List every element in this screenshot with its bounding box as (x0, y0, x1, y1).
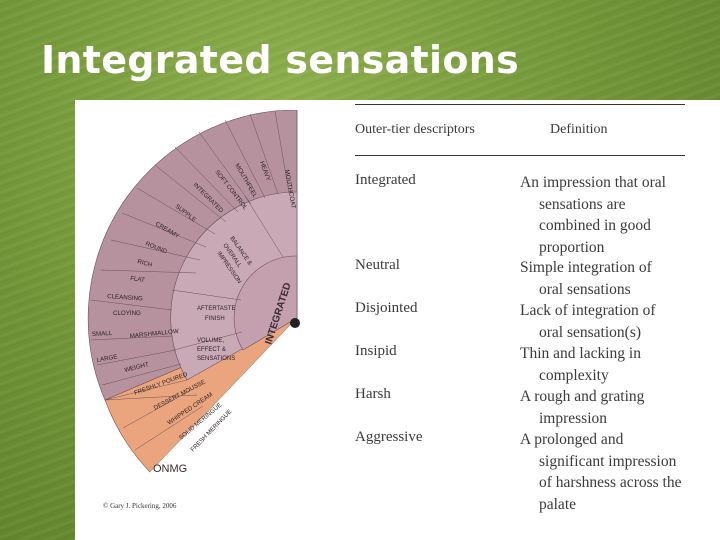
definition-line: A prolonged and (520, 431, 624, 448)
svg-text:LARGE: LARGE (96, 353, 118, 364)
wheel-center-dot (290, 318, 300, 328)
table-row: Neutral Simple integration of oral sensati… (355, 257, 715, 300)
wheel-white-area (150, 318, 375, 527)
content-panel: MOUTHCOAT HEAVY MOUTHFEEL SOFT CONTROL I… (75, 100, 720, 540)
outer-spokes (90, 110, 298, 451)
descriptor-definition: A prolonged and significant impression of … (520, 429, 715, 515)
descriptor-term: Insipid (355, 343, 397, 359)
svg-text:CLEANSING: CLEANSING (107, 293, 143, 302)
descriptor-term: Harsh (355, 386, 391, 402)
table-row: Harsh A rough and grating impression (355, 386, 715, 429)
svg-text:CLOYING: CLOYING (113, 310, 141, 317)
table-row: Integrated An impression that oral sensati… (355, 172, 715, 258)
mouthfeel-wheel: MOUTHCOAT HEAVY MOUTHFEEL SOFT CONTROL I… (87, 110, 375, 527)
descriptor-term: Integrated (355, 172, 416, 188)
table-top-rule (355, 104, 685, 105)
definition-line: complexity (539, 366, 609, 384)
definition-line: oral sensation(s) (539, 323, 642, 341)
svg-text:VOLUME,: VOLUME, (197, 338, 224, 344)
copyright-text: © Gary J. Pickering, 2006 (103, 502, 177, 510)
svg-text:FLAT: FLAT (130, 275, 146, 284)
table-header: Outer-tier descriptors Definition (355, 105, 685, 155)
definition-line: significant impression (539, 452, 677, 470)
column-header-descriptors: Outer-tier descriptors (355, 122, 475, 137)
definition-line: Lack of integration of (520, 302, 656, 319)
table-row: Disjointed Lack of integration of oral sen… (355, 300, 715, 343)
descriptor-definition: Simple integration of oral sensations (520, 257, 715, 300)
descriptor-definition: Thin and lacking in complexity (520, 343, 715, 386)
definition-line: combined in good (539, 217, 651, 234)
orange-label: ONMG (153, 463, 187, 475)
table-header-rule (355, 155, 685, 156)
svg-text:RICH: RICH (136, 258, 152, 269)
column-header-definition: Definition (550, 122, 608, 137)
svg-text:FINISH: FINISH (205, 316, 225, 322)
descriptor-definition: An impression that oral sensations are com… (520, 172, 715, 258)
middle-spokes (171, 195, 284, 351)
definition-line: of harshness across the (539, 474, 682, 491)
descriptor-term: Aggressive (355, 429, 423, 445)
slide-title: Integrated sensations (40, 38, 520, 82)
svg-text:AFTERTASTE: AFTERTASTE (197, 306, 235, 312)
table-row: Aggressive A prolonged and significant imp… (355, 429, 715, 515)
table-row: Insipid Thin and lacking in complexity (355, 343, 715, 386)
inner-ring (233, 255, 298, 351)
definition-line: Simple integration of (520, 259, 652, 276)
descriptor-term: Disjointed (355, 300, 418, 316)
definition-line: proportion (539, 238, 605, 256)
descriptor-table: Outer-tier descriptors Definition Integr… (355, 104, 685, 513)
svg-text:SENSATIONS: SENSATIONS (197, 356, 235, 362)
descriptor-term: Neutral (355, 257, 400, 273)
definition-line: palate (539, 495, 577, 513)
descriptor-definition: Lack of integration of oral sensation(s) (520, 300, 715, 343)
descriptor-definition: A rough and grating impression (520, 386, 715, 429)
definition-line: Thin and lacking in (520, 345, 641, 362)
svg-text:EFFECT &: EFFECT & (197, 347, 226, 353)
definition-line: oral sensations (539, 280, 631, 298)
svg-text:SMALL: SMALL (92, 330, 113, 338)
definition-line: A rough and grating (520, 388, 645, 405)
definition-line: An impression that oral (520, 174, 666, 191)
definition-line: impression (539, 409, 608, 427)
definition-line: sensations are (539, 195, 626, 213)
